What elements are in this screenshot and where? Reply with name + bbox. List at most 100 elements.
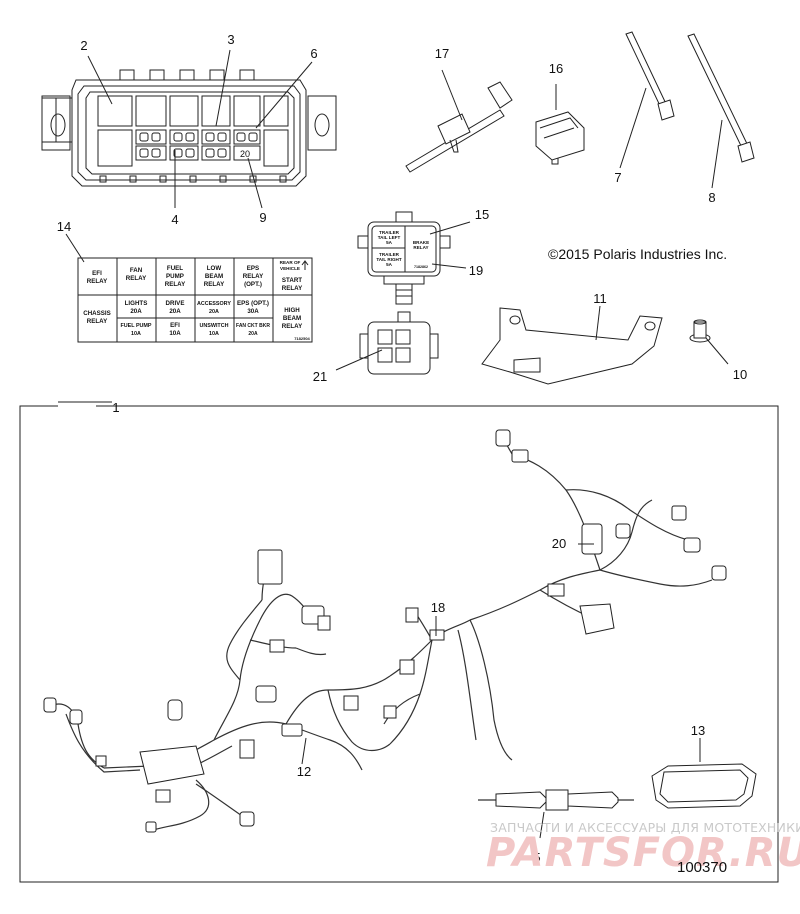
decal-start-relay-1: START [282,277,302,284]
decal-start-relay-2: RELAY [282,285,303,292]
callout-15: 15 [475,207,489,222]
callout-numbers: 1 2 3 4 5 6 7 8 9 10 11 12 13 14 15 16 1… [57,32,747,865]
callout-21: 21 [313,369,327,384]
callout-19: 19 [469,263,483,278]
cover-tail-left-2: TAIL LEFT [378,235,401,240]
copyright-text: ©2015 Polaris Industries Inc. [548,246,727,262]
callout-16: 16 [549,61,563,76]
callout-11: 11 [593,291,607,306]
push-rivet [689,319,729,365]
decal-high-beam-relay-3: RELAY [282,323,303,330]
callout-10: 10 [733,367,747,382]
decal-fan-relay-2: RELAY [126,275,147,282]
decal-drive-2: 20A [169,308,181,315]
diagram-number: 100370 [677,859,727,876]
callout-8: 8 [708,190,715,205]
decal-high-beam-relay-1: HIGH [284,307,300,314]
decal-efi-relay-2: RELAY [87,278,108,285]
decal-accessory-2: 20A [209,309,219,315]
callout-2: 2 [80,38,87,53]
decal-efi-fuse-1: EFI [170,322,180,329]
decal-unswitch-1: UNSWITCH [199,323,228,329]
decal-eps-fuse-1: EPS (OPT.) [237,300,269,307]
cover-tail-right-1: TRAILER [379,252,400,257]
decal-eps-relay-3: (OPT.) [244,281,262,288]
main-harness-frame [19,405,779,883]
watermark-logo: PARTSFOR.RU [486,830,800,876]
callout-5: 5 [533,850,540,865]
cable-tie-long [687,33,755,189]
decal-eps-fuse-2: 30A [247,308,259,315]
decal-accessory-1: ACCESSORY [197,301,231,307]
svg-text:EPS (OPT.)30A: EPS (OPT.)30A [237,300,269,315]
cover-brake-relay-1: BRAKE [413,240,429,245]
decal-high-beam-relay-2: BEAM [283,315,301,322]
main-wire-harness [43,401,727,833]
zip-tie-clip [405,69,513,173]
decal-low-beam-relay-1: LOW [207,265,222,272]
decal-lights-1: LIGHTS [125,300,148,307]
callout-7: 7 [614,170,621,185]
cover-brake-relay-2: RELAY [413,245,428,250]
callout-13: 13 [691,723,705,738]
decal-low-beam-relay-2: BEAM [205,273,223,280]
cover-tail-right-2: TAIL RIGHT [376,257,402,262]
decal-eps-relay-1: EPS [247,265,259,272]
callout-9: 9 [259,210,266,225]
decal-eps-relay-2: RELAY [243,273,264,280]
decal-fan-relay-1: FAN [130,267,143,274]
cover-tail-right-3: 5A [386,262,393,267]
decal-drive-1: DRIVE [166,300,185,307]
cover-tail-left-1: TRAILER [379,230,400,235]
callout-17: 17 [435,46,449,61]
callout-14: 14 [57,219,71,234]
relay-label-decal [65,233,313,343]
cable-tie-short [619,31,675,169]
watermark-tagline: ЗАПЧАСТИ И АКСЕССУАРЫ ДЛЯ МОТОТЕХНИКИ [490,820,800,835]
relay-socket [335,311,439,375]
decal-efi-fuse-2: 10A [169,330,181,337]
decal-efi-relay-1: EFI [92,270,102,277]
fuse-slot-number: 20 [240,149,250,159]
callout-6: 6 [310,46,317,61]
callout-4: 4 [171,212,178,227]
callout-20: 20 [552,536,566,551]
relay-cover [357,211,471,305]
decal-fuel-pump-relay-2: PUMP [166,273,184,280]
decal-fuel-pump-fuse-2: 10A [131,331,141,337]
decal-fan-ckt-bkr-1: FAN CKT BKR [236,323,270,329]
harness-connector-clip [535,84,585,165]
callout-3: 3 [227,32,234,47]
decal-lights-2: 20A [130,308,142,315]
decal-vehicle: VEHICLE [280,266,300,271]
mounting-bracket [481,305,663,385]
cover-tail-left-3: 5A [386,240,393,245]
indicator-lens-cover [651,738,757,809]
decal-chassis-relay-2: RELAY [87,318,108,325]
decal-fuel-pump-relay-1: FUEL [167,265,183,272]
decal-fuel-pump-fuse-1: FUEL PUMP [120,323,151,329]
decal-unswitch-2: 10A [209,331,219,337]
decal-part-code: 7182504 [294,336,310,341]
fuse-relay-box: 20 [41,49,337,209]
decal-low-beam-relay-3: RELAY [204,281,225,288]
